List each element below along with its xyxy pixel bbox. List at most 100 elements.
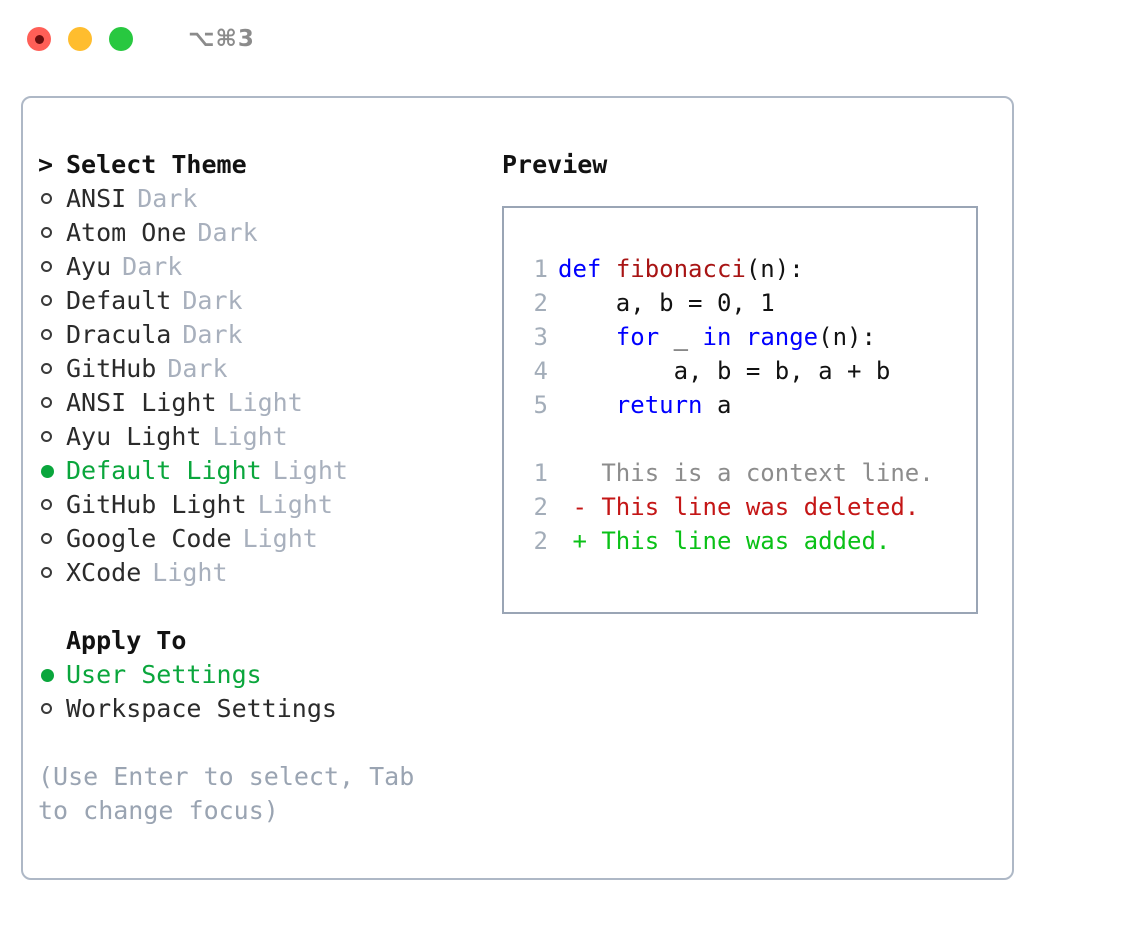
apply-to-item[interactable]: User Settings [38, 658, 498, 692]
code-token [558, 391, 616, 419]
theme-category-tag: Dark [167, 354, 228, 383]
list-spacer [38, 590, 498, 624]
theme-category-tag: Light [257, 490, 333, 519]
minimize-window-button[interactable] [68, 27, 92, 51]
diff-text: This line was deleted. [586, 493, 920, 521]
theme-list-item[interactable]: ANSI Light Light [38, 386, 498, 420]
radio-empty-icon[interactable] [38, 216, 66, 250]
radio-dot [41, 193, 52, 204]
code-token: fibonacci [615, 255, 746, 283]
traffic-lights [27, 27, 133, 51]
keyboard-shortcut-label: ⌥⌘3 [188, 26, 255, 52]
radio-empty-icon[interactable] [38, 692, 66, 726]
theme-category-tag: Light [212, 422, 288, 451]
radio-empty-icon[interactable] [38, 318, 66, 352]
theme-name: GitHub Light [66, 490, 247, 519]
theme-name: Ayu Light [66, 422, 202, 451]
theme-name: Ayu [66, 252, 112, 281]
radio-empty-icon[interactable] [38, 250, 66, 284]
title-bar: ⌥⌘3 [0, 0, 1140, 78]
diff-line: 2 + This line was added. [514, 524, 976, 558]
theme-list-item[interactable]: XCode Light [38, 556, 498, 590]
diff-marker [558, 459, 587, 487]
radio-dot [41, 295, 52, 306]
code-token [731, 323, 745, 351]
radio-selected-icon[interactable] [38, 658, 66, 692]
theme-category-tag: Dark [122, 252, 183, 281]
select-theme-header: > Select Theme [38, 148, 498, 182]
select-theme-title: Select Theme [66, 150, 247, 179]
radio-empty-icon[interactable] [38, 556, 66, 590]
theme-category-tag: Light [227, 388, 303, 417]
code-token: (n): [745, 255, 804, 283]
radio-empty-icon[interactable] [38, 420, 66, 454]
radio-empty-icon[interactable] [38, 284, 66, 318]
theme-category-tag: Dark [137, 184, 198, 213]
radio-empty-icon[interactable] [38, 522, 66, 556]
radio-dot [41, 227, 52, 238]
close-window-button[interactable] [27, 27, 51, 51]
theme-name: Dracula [66, 320, 172, 349]
code-token: range [745, 323, 819, 351]
line-number: 2 [533, 289, 548, 317]
theme-list-item[interactable]: Ayu Dark [38, 250, 498, 284]
apply-to-header: Apply To [66, 626, 187, 655]
radio-empty-icon[interactable] [38, 182, 66, 216]
theme-list-item[interactable]: Ayu Light Light [38, 420, 498, 454]
code-token [558, 323, 616, 351]
code-token: a [702, 391, 732, 419]
code-token: in [702, 323, 732, 351]
theme-category-tag: Dark [197, 218, 258, 247]
apply-to-item[interactable]: Workspace Settings [38, 692, 498, 726]
line-number: 2 [533, 493, 548, 521]
radio-dot [41, 669, 54, 682]
line-number: 3 [533, 323, 548, 351]
theme-list-item[interactable]: ANSI Dark [38, 182, 498, 216]
radio-empty-icon[interactable] [38, 352, 66, 386]
code-token: a, b = b, a + b [558, 357, 891, 385]
line-number: 1 [533, 459, 548, 487]
theme-list-item[interactable]: GitHub Dark [38, 352, 498, 386]
theme-name: GitHub [66, 354, 157, 383]
zoom-window-button[interactable] [109, 27, 133, 51]
radio-dot [41, 363, 52, 374]
radio-dot [41, 261, 52, 272]
code-token: _ [659, 323, 703, 351]
code-line: 5 return a [514, 388, 976, 422]
radio-dot [41, 397, 52, 408]
diff-text: This is a context line. [586, 459, 934, 487]
radio-empty-icon[interactable] [38, 386, 66, 420]
theme-name: XCode [66, 558, 142, 587]
preview-title: Preview [502, 150, 608, 179]
radio-dot [41, 533, 52, 544]
diff-marker: + [558, 527, 587, 555]
theme-name: ANSI Light [66, 388, 217, 417]
theme-name: ANSI [66, 184, 127, 213]
code-diff-gap [514, 422, 976, 456]
theme-category-tag: Dark [182, 286, 243, 315]
theme-list-item[interactable]: GitHub Light Light [38, 488, 498, 522]
apply-to-label: User Settings [66, 660, 262, 689]
theme-category-tag: Light [152, 558, 228, 587]
theme-category-tag: Light [272, 456, 348, 485]
theme-category-tag: Light [242, 524, 318, 553]
code-token: (n): [818, 323, 876, 351]
caret-icon: > [38, 150, 54, 179]
radio-selected-icon[interactable] [38, 454, 66, 488]
radio-empty-icon[interactable] [38, 488, 66, 522]
radio-dot [41, 567, 52, 578]
diff-text: This line was added. [586, 527, 891, 555]
code-line: 2 a, b = 0, 1 [514, 286, 976, 320]
code-line: 3 for _ in range(n): [514, 320, 976, 354]
